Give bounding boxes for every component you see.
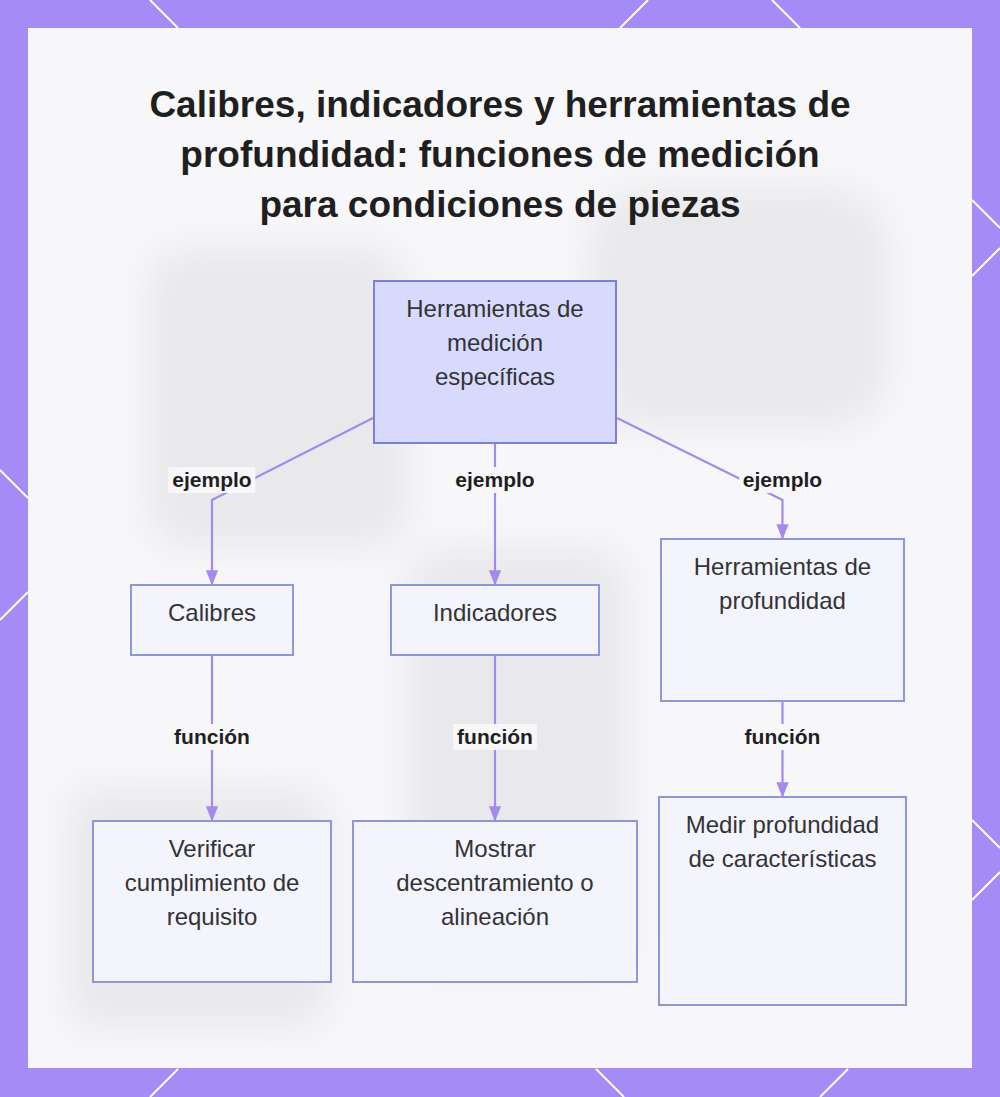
node-label: Medir profundidad de características — [674, 808, 891, 876]
decor-line — [620, 0, 648, 28]
function-box: Medir profundidad de características — [658, 796, 907, 1006]
category-box: Indicadores — [390, 584, 600, 656]
node-label: Herramientas de medición específicas — [389, 292, 601, 394]
function-box: Verificar cumplimiento de requisito — [92, 820, 332, 983]
root-box: Herramientas de medición específicas — [373, 280, 617, 444]
node-label: Calibres — [146, 596, 278, 630]
decor-line — [972, 248, 1000, 276]
diagram-title: Calibres, indicadores y herramientas de … — [140, 80, 860, 230]
connector-line — [494, 444, 496, 584]
decor-line — [596, 1069, 624, 1097]
decor-line — [972, 200, 1000, 228]
edge-label: función — [741, 724, 825, 750]
node-label: Mostrar descentramiento o alineación — [368, 832, 622, 934]
blur-shape — [148, 248, 408, 548]
decor-line — [150, 1069, 178, 1097]
decor-line — [0, 592, 28, 620]
node-label: Indicadores — [406, 596, 584, 630]
function-box: Mostrar descentramiento o alineación — [352, 820, 638, 983]
connector-line — [212, 418, 373, 584]
category-box: Herramientas de profundidad — [660, 538, 905, 702]
node-label: Verificar cumplimiento de requisito — [108, 832, 316, 934]
edge-label: función — [453, 724, 537, 750]
category-box: Calibres — [130, 584, 294, 656]
decor-line — [0, 470, 28, 498]
decor-line — [972, 820, 1000, 848]
edge-label: ejemplo — [739, 467, 826, 493]
edge-label: función — [170, 724, 254, 750]
node-label: Herramientas de profundidad — [676, 550, 889, 618]
decor-line — [150, 0, 178, 28]
decor-line — [820, 1069, 848, 1097]
decor-line — [772, 0, 800, 28]
edge-label: ejemplo — [168, 467, 255, 493]
decor-line — [972, 872, 1000, 900]
edge-label: ejemplo — [451, 467, 538, 493]
